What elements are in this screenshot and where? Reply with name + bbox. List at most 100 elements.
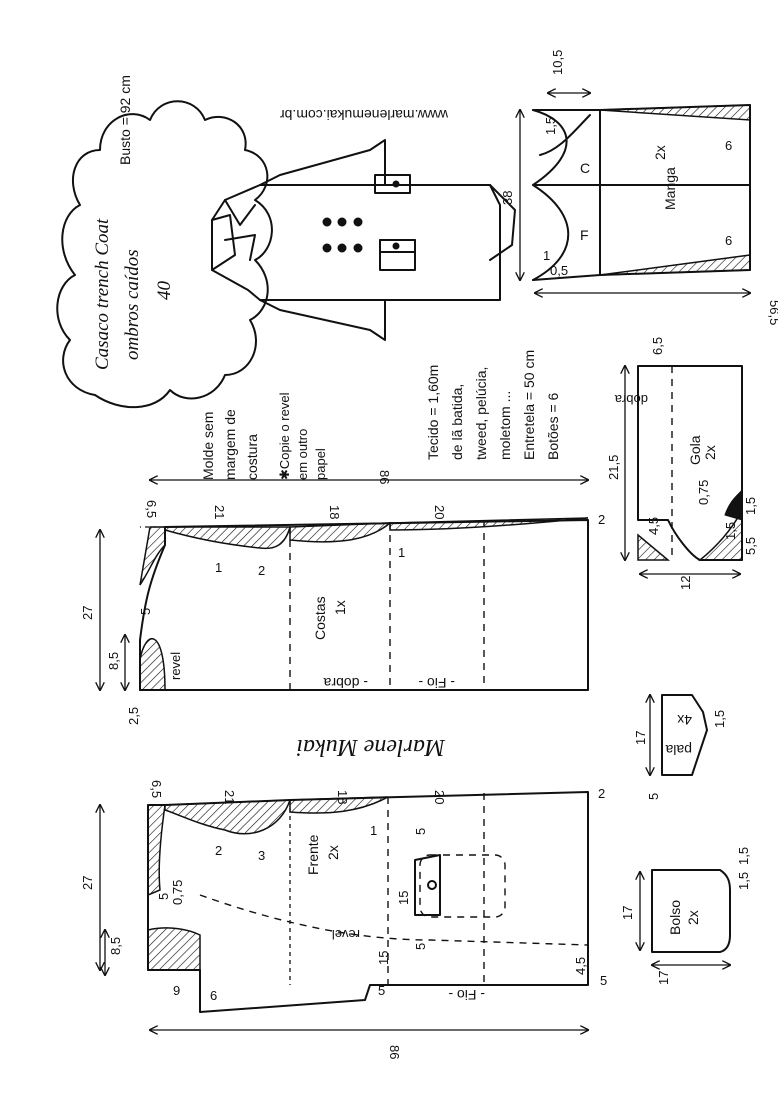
- front-dim-three: 3: [258, 848, 265, 863]
- note-copy-1: ✱Copie o revel: [277, 392, 292, 480]
- back-dim-w: 8,5: [106, 652, 121, 670]
- front-dim-n6: 5: [378, 983, 385, 998]
- bust-label: Busto = 92 cm: [117, 75, 133, 165]
- flap-name: pala: [665, 742, 692, 758]
- front-dim-s3: 20: [432, 790, 447, 804]
- collar-dim-b: 0,75: [696, 480, 711, 505]
- sleeve-dim-bottom: 56,5: [767, 300, 778, 325]
- front-dim-n5: 15: [376, 951, 391, 965]
- front-dim-len: 86: [387, 1045, 402, 1059]
- front-dim-two: 2: [215, 843, 222, 858]
- collar-dim-len: 21,5: [606, 455, 621, 480]
- back-piece: [100, 480, 589, 691]
- note-fabric-2: de lã batida,: [449, 384, 465, 460]
- back-fold: - dobra: [323, 675, 368, 691]
- sleeve-dim-half: 0,5: [550, 263, 568, 278]
- front-dim-top: 6,5: [149, 780, 164, 798]
- front-qty: 2x: [325, 845, 341, 860]
- collar-qty: 2x: [702, 445, 718, 460]
- back-dim-n2: 2,5: [126, 707, 141, 725]
- front-pocket-p3: 5: [413, 943, 428, 950]
- collar-dim-a: 4,5: [646, 517, 661, 535]
- front-dim-w: 8,5: [108, 937, 123, 955]
- pocket-dim-a: 1,5: [736, 847, 751, 865]
- note-molde-3: costura: [244, 434, 260, 480]
- collar-dim-e: 1,5: [723, 522, 738, 540]
- title-line3: 40: [154, 281, 175, 301]
- front-revel: revel: [332, 927, 360, 942]
- title-line2: ombros caídos: [122, 249, 143, 360]
- collar-fold: dobra: [614, 392, 648, 407]
- sleeve-name: Manga: [662, 167, 678, 210]
- collar-dim-d: 5,5: [743, 537, 758, 555]
- title-cloud: [56, 100, 273, 409]
- note-fabric-6: Botões = 6: [545, 392, 561, 460]
- sleeve-qty: 2x: [652, 145, 668, 160]
- pocket-dim-b: 1,5: [736, 872, 751, 890]
- website-label: www.marlenemukai.com.br: [280, 107, 449, 123]
- front-dim-n2: 0,75: [170, 880, 185, 905]
- front-name: Frente: [305, 834, 321, 875]
- title-line1: Casaco trench Coat: [92, 218, 113, 370]
- sleeve-dim-top: 10,5: [550, 50, 565, 75]
- back-dim-two-a: 2: [258, 563, 265, 578]
- sleeve-piece: [520, 93, 751, 293]
- coat-sketch: [211, 139, 516, 341]
- back-dim-one-b: 1: [398, 545, 405, 560]
- note-fabric-4: moletom ...: [497, 391, 513, 460]
- front-dim-one: 1: [370, 823, 377, 838]
- front-dim-s1: 21: [222, 790, 237, 804]
- back-dim-two-b: 2: [598, 512, 605, 527]
- sleeve-c: C: [580, 160, 590, 176]
- back-dim-s3: 20: [432, 505, 447, 519]
- back-dim-top: 6,5: [144, 500, 159, 518]
- collar-piece: [625, 365, 743, 574]
- pocket-qty: 2x: [685, 910, 701, 925]
- collar-dim-c: 1,5: [743, 497, 758, 515]
- flap-dim-h: 5: [646, 793, 661, 800]
- front-dim-n3: 9: [173, 983, 180, 998]
- note-copy-3: papel: [313, 448, 328, 480]
- front-piece: [100, 791, 589, 1030]
- pocket-dim-h: 17: [620, 906, 635, 920]
- back-dim-len: 86: [377, 470, 392, 484]
- back-dim-one-a: 1: [215, 560, 222, 575]
- sleeve-dim-one: 1: [543, 248, 550, 263]
- collar-name: Gola: [687, 435, 703, 465]
- sleeve-dim-six-a: 6: [725, 138, 732, 153]
- front-dim-n9: 2: [598, 786, 605, 801]
- back-revel: revel: [168, 652, 183, 680]
- sleeve-f: F: [580, 227, 589, 243]
- flap-dim-a: 1,5: [712, 710, 727, 728]
- note-fabric-3: tweed, pelúcia,: [473, 367, 489, 460]
- flap-piece: [650, 694, 708, 776]
- collar-dim-base: 12: [678, 576, 693, 590]
- flap-dim-len: 17: [633, 731, 648, 745]
- back-dim-n1: 5: [138, 608, 153, 615]
- front-dim-n7: 4,5: [573, 957, 588, 975]
- back-dim-s1: 21: [212, 505, 227, 519]
- front-dim-n4: 6: [210, 988, 217, 1003]
- flap-qty: 4x: [677, 712, 692, 728]
- front-dim-n1: 5: [156, 893, 171, 900]
- back-name: Costas: [312, 596, 328, 640]
- back-grain: - Fio -: [418, 675, 455, 691]
- pocket-piece: [640, 869, 731, 965]
- sleeve-dim-cap: 1,5: [543, 117, 558, 135]
- back-qty: 1x: [332, 600, 348, 615]
- pocket-name: Bolso: [667, 900, 683, 935]
- front-pocket-p2: 15: [396, 891, 411, 905]
- back-dim-width: 27: [80, 606, 95, 620]
- note-molde-2: margem de: [222, 409, 238, 480]
- front-pocket-p1: 5: [413, 828, 428, 835]
- front-dim-n8: 5: [600, 973, 607, 988]
- sleeve-dim-side: 38: [500, 191, 515, 205]
- signature: Marlene Mukai: [296, 734, 446, 760]
- front-grain: - Fio -: [448, 987, 485, 1003]
- pocket-dim-w: 17: [656, 971, 671, 985]
- note-copy-2: em outro: [295, 429, 310, 480]
- note-fabric-5: Entretela = 50 cm: [521, 350, 537, 460]
- note-fabric-1: Tecido = 1,60m: [425, 365, 441, 460]
- collar-dim-w: 6,5: [650, 337, 665, 355]
